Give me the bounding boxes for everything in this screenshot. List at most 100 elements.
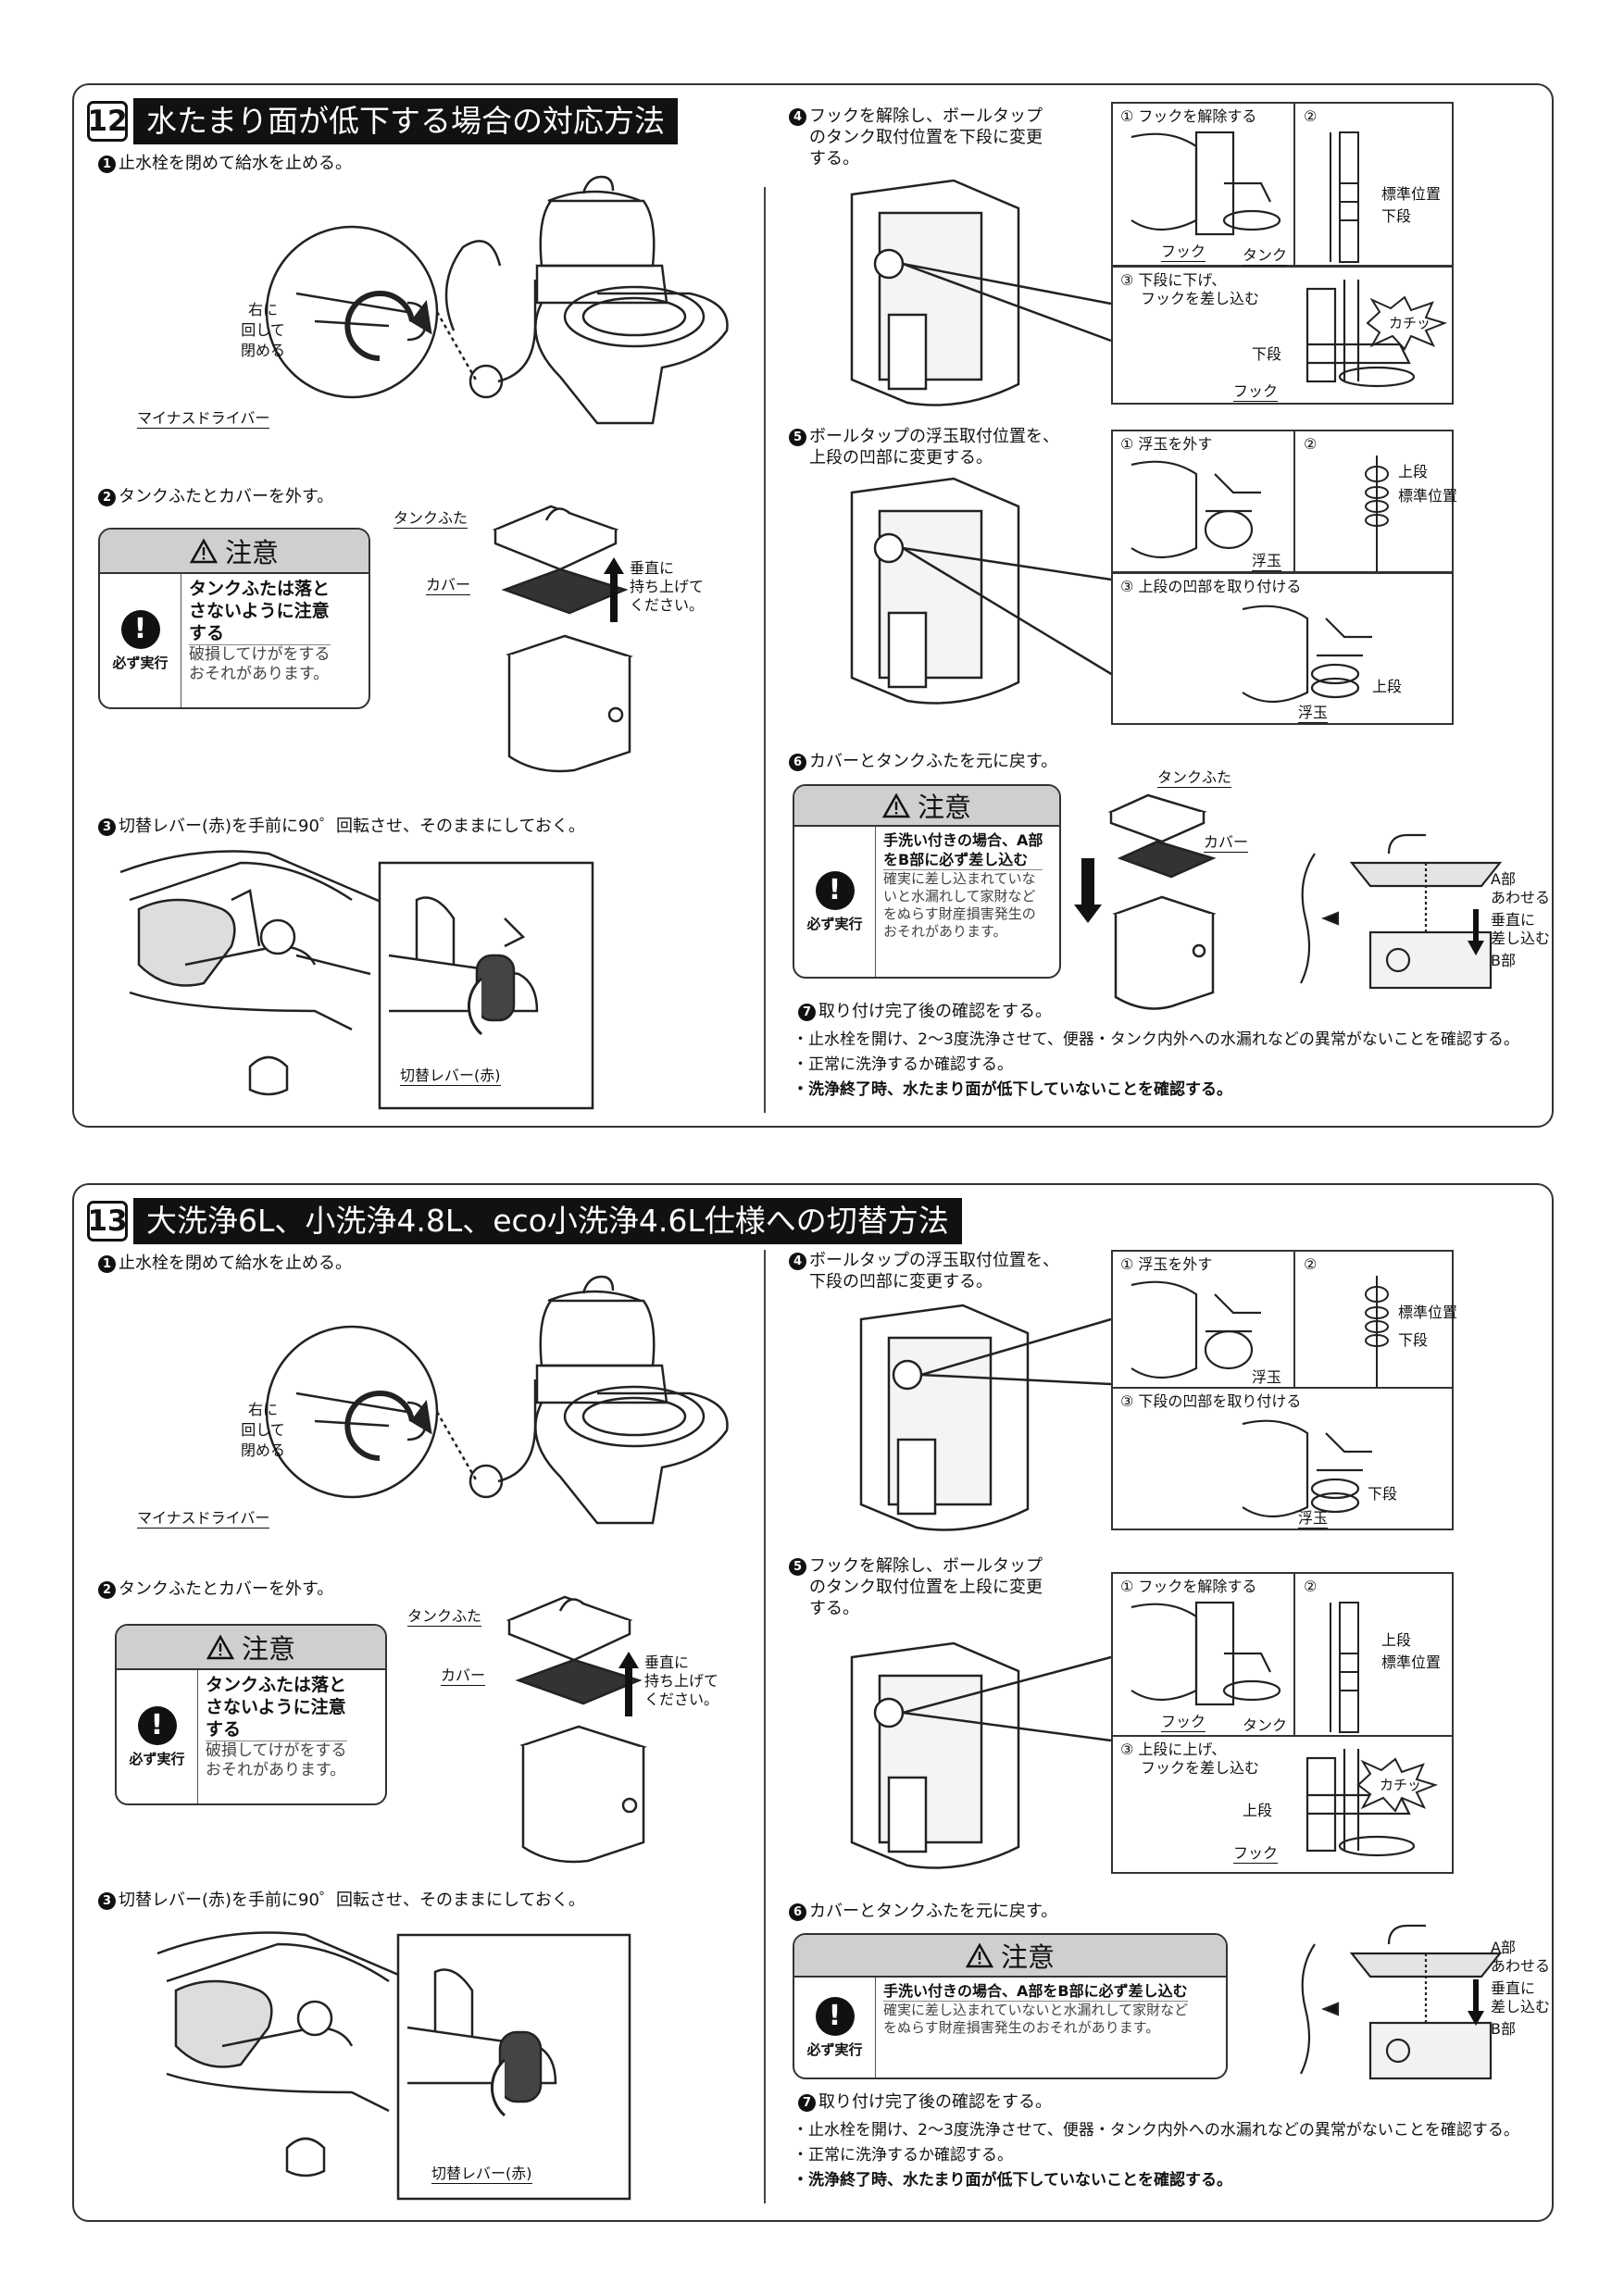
caution-strong-2: 手洗い付きの場合、A部をB部に必ず差し込む — [883, 1982, 1188, 2000]
step5-part3-label: ③ 上段に上げ、フックを差し込む — [1120, 1741, 1260, 1777]
step5-part2-label: ② — [1304, 1578, 1318, 1595]
final-check-1: ・止水栓を開け、2〜3度洗浄させて、便器・タンク内外への水漏れなどの異常がないこ… — [793, 1030, 1519, 1049]
cover-label-2: カバー — [1204, 833, 1249, 853]
upper-level-label: 上段 — [1381, 1631, 1412, 1649]
tank-label: タンク — [1243, 1716, 1288, 1736]
caution-strong-2: 手洗い付きの場合、A部をB部に必ず差し込む — [883, 831, 1043, 868]
warning-icon — [189, 537, 219, 563]
std-position-label: 標準位置 — [1398, 1304, 1458, 1321]
caution-header: 注意 — [100, 530, 369, 574]
warning-icon — [206, 1633, 235, 1659]
float-remove-illustration — [1131, 460, 1261, 558]
caution-light-2: 確実に差し込まれていないと水漏れして家財などをぬらす財産損害発生のおそれがありま… — [883, 869, 1043, 941]
mandatory-icon: !必ず実行 — [100, 574, 181, 707]
turn-right-label: 右に回して閉める — [241, 1401, 286, 1459]
upper-level-label: 上段 — [1398, 463, 1429, 480]
tank-lid-illustration — [492, 505, 633, 773]
float-label-2: 浮玉 — [1298, 1509, 1329, 1529]
click-burst-icon — [1366, 295, 1448, 351]
down-arrow-icon — [1468, 909, 1484, 955]
caution-header-2: 注意 — [794, 786, 1059, 827]
reassemble-illustration — [1074, 793, 1217, 1010]
lid-label-2: タンクふた — [1157, 768, 1232, 788]
turn-right-label: 右に回して閉める — [241, 301, 286, 359]
std-position-label: 標準位置 — [1381, 185, 1442, 203]
b-part-label: B部 — [1491, 952, 1516, 969]
down-arrow-icon — [1468, 1979, 1484, 2026]
float-attach-illustration — [1242, 1419, 1372, 1517]
final-check-1: ・止水栓を開け、2〜3度洗浄させて、便器・タンク内外への水漏れなどの異常がないこ… — [793, 2121, 1519, 2140]
caution-box: 注意 !必ず実行 タンクふたは落とさないように注意する 破損してけがをするおそれ… — [98, 528, 370, 709]
step5-detail-1: ① フックを解除する ② 上段 標準位置 フック タンク — [1111, 1572, 1454, 1737]
caution-box: 注意 !必ず実行 タンクふたは落とさないように注意する 破損してけがをするおそれ… — [115, 1624, 387, 1805]
float-levels-illustration — [1365, 455, 1389, 571]
lower-level-label: 下段 — [1398, 1331, 1429, 1349]
warning-icon — [965, 1941, 994, 1967]
column-divider — [764, 187, 766, 1113]
lever-illustration — [156, 1931, 631, 2201]
mandatory-icon: !必ず実行 — [117, 1670, 198, 1803]
sink-insert-illustration — [1300, 1924, 1503, 2080]
warning-icon — [881, 792, 911, 817]
cover-label: カバー — [441, 1666, 486, 1686]
hook-insert-illustration — [1305, 1749, 1416, 1857]
caution-header: 注意 — [117, 1626, 385, 1670]
level-marker-illustration — [1330, 1602, 1359, 1733]
section-13-header: 13 大洗浄6L、小洗浄4.8L、eco小洗浄4.6L仕様への切替方法 — [87, 1198, 962, 1244]
step5-part2-label: ② — [1304, 435, 1318, 453]
upper-step-label: 上段 — [1243, 1802, 1273, 1819]
caution-light: 破損してけがをするおそれがあります。 — [189, 644, 331, 683]
step4-detail-3: ③ 下段に下げ、フックを差し込む カチッ 下段 フック — [1111, 266, 1454, 405]
driver-label: マイナスドライバー — [137, 409, 270, 429]
step5-part1-label: ① フックを解除する — [1120, 1578, 1257, 1595]
tank-ballcock-illustration — [850, 179, 1112, 406]
hook-release-illustration — [1131, 1601, 1281, 1706]
float-remove-illustration — [1131, 1280, 1261, 1379]
caution-strong: タンクふたは落とさないように注意する — [189, 579, 331, 643]
float-attach-illustration — [1242, 605, 1372, 703]
lid-label: タンクふた — [407, 1607, 482, 1627]
final-check-3: ・洗浄終了時、水たまり面が低下していないことを確認する。 — [793, 2171, 1232, 2190]
step5-part3-label: ③ 上段の凹部を取り付ける — [1120, 578, 1302, 595]
step4-part3-label: ③ 下段に下げ、フックを差し込む — [1120, 271, 1260, 307]
column-divider — [764, 1250, 766, 2203]
click-label: カチッ — [1380, 1777, 1422, 1793]
cover-label: カバー — [426, 576, 471, 595]
step4-detail-1: ① 浮玉を外す ② 標準位置 下段 浮玉 — [1111, 1250, 1458, 1389]
step5-part1-label: ① 浮玉を外す — [1120, 435, 1213, 453]
hook-label: フック — [1161, 1713, 1206, 1732]
caution-light-2: 確実に差し込まれていないと水漏れして家財などをぬらす財産損害発生のおそれがありま… — [883, 2001, 1189, 2036]
sink-insert-illustration — [1300, 833, 1503, 990]
a-part-label: A部あわせる — [1491, 1939, 1551, 1975]
up-arrow-icon — [604, 557, 624, 622]
caution-box-2: 注意 !必ず実行 手洗い付きの場合、A部をB部に必ず差し込む 確実に差し込まれて… — [793, 1933, 1228, 2079]
level-marker-illustration — [1330, 131, 1359, 263]
final-check-2: ・正常に洗浄するか確認する。 — [793, 2146, 1013, 2165]
section-12-header: 12 水たまり面が低下する場合の対応方法 — [87, 98, 679, 144]
step4-detail-3: ③ 下段の凹部を取り付ける 下段 浮玉 — [1111, 1387, 1454, 1530]
float-levels-illustration — [1365, 1276, 1389, 1387]
lift-vertically-label: 垂直に持ち上げてください。 — [630, 559, 705, 614]
step5-detail-3: ③ 上段に上げ、フックを差し込む カチッ 上段 フック — [1111, 1735, 1454, 1874]
step5-detail-3: ③ 上段の凹部を取り付ける 上段 浮玉 — [1111, 572, 1454, 725]
hook-label-2: フック — [1233, 1844, 1279, 1864]
mandatory-icon: !必ず実行 — [794, 827, 876, 977]
insert-label: 垂直に差し込む — [1491, 911, 1551, 947]
b-part-label: B部 — [1491, 2020, 1516, 2038]
std-position-label-2: 標準位置 — [1381, 1653, 1442, 1671]
lower-level-label: 下段 — [1381, 207, 1412, 225]
click-label: カチッ — [1389, 315, 1431, 331]
final-check-2: ・正常に洗浄するか確認する。 — [793, 1055, 1013, 1074]
driver-label: マイナスドライバー — [137, 1509, 270, 1529]
tank-label: タンク — [1243, 246, 1288, 266]
